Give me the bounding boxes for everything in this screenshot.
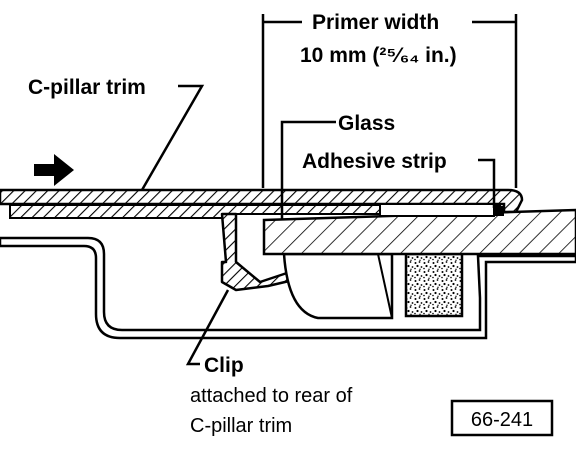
adhesive-strip-end bbox=[494, 206, 504, 216]
clip-note-line1: attached to rear of bbox=[190, 385, 353, 407]
primer-width-value: 10 mm (²⁵⁄₆₄ in.) bbox=[300, 44, 457, 67]
primer-width-dimension bbox=[261, 14, 518, 188]
retainer-edge-line bbox=[377, 253, 393, 319]
foam-spacer bbox=[404, 252, 464, 318]
figure-number-box bbox=[450, 399, 554, 437]
adhesive-strip-shape bbox=[379, 203, 495, 217]
arrow-right-icon bbox=[34, 154, 74, 186]
clip-label: Clip bbox=[204, 354, 244, 377]
primer-width-title: Primer width bbox=[312, 11, 439, 34]
figure-number: 66-241 bbox=[471, 409, 533, 431]
body-panel bbox=[0, 236, 576, 340]
retainer-bulb bbox=[282, 252, 394, 320]
glass-label: Glass bbox=[338, 112, 395, 135]
adhesive-strip-label: Adhesive strip bbox=[302, 150, 447, 173]
c-pillar-trim-label: C-pillar trim bbox=[28, 76, 146, 99]
clip-note-line2: C-pillar trim bbox=[190, 415, 292, 437]
leader-lines bbox=[140, 84, 496, 366]
